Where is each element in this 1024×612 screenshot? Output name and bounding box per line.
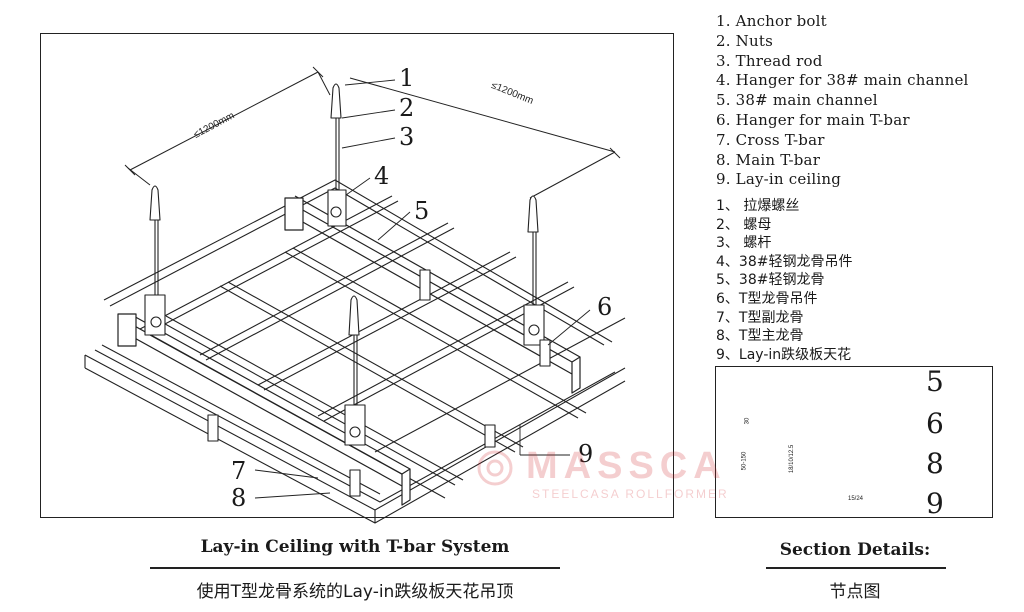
callout-5: 5 — [414, 197, 430, 225]
legend-cn-item-7: 7、T型副龙骨 — [716, 309, 804, 326]
hanger-rod-2 — [144, 185, 166, 336]
hanger-rod-4 — [344, 295, 366, 446]
section-caption-chinese: 节点图 — [829, 582, 881, 602]
section-callout-9: 9 — [926, 487, 944, 520]
callout-9: 9 — [578, 440, 594, 468]
tbar-hangers — [207, 269, 551, 497]
legend-item-6: 6. Hanger for main T-bar — [716, 110, 910, 129]
callout-2: 2 — [399, 94, 415, 122]
watermark-tagline: STEELCASA ROLLFORMER — [532, 487, 729, 501]
legend-cn-item-6: 6、T型龙骨吊件 — [716, 290, 818, 307]
section-dim-30: 30 — [744, 417, 751, 425]
main-caption-chinese: 使用T型龙骨系统的Lay-in跌级板天花吊顶 — [196, 582, 514, 602]
section-dim-15-24: 15/24 — [848, 496, 864, 502]
main-tbar-front — [84, 344, 626, 524]
callout-8: 8 — [231, 484, 247, 512]
section-callout-8: 8 — [926, 447, 944, 480]
legend-chinese: 1、 拉爆螺丝 2、 螺母 3、 螺杆 4、38#轻钢龙骨吊件 5、38#轻钢龙… — [716, 197, 852, 364]
main-tbars — [149, 247, 587, 499]
watermark-logo-mark — [477, 450, 513, 486]
callout-7: 7 — [231, 457, 247, 485]
legend-item-1: 1. Anchor bolt — [716, 12, 827, 30]
main-caption: Lay-in Ceiling with T-bar System — [200, 537, 510, 557]
legend-cn-item-1: 1、 拉爆螺丝 — [716, 198, 800, 214]
legend-cn-item-3: 3、 螺杆 — [716, 235, 772, 252]
callout-1: 1 — [399, 64, 415, 92]
dimension-line-right — [349, 77, 621, 199]
legend-cn-item-9: 9、Lay-in跌级板天花 — [716, 346, 852, 363]
section-caption: Section Details: — [779, 540, 931, 560]
hanger-rod-3 — [523, 195, 545, 346]
legend-cn-item-4: 4、38#轻钢龙骨吊件 — [716, 253, 853, 270]
legend-cn-item-8: 8、T型主龙骨 — [716, 328, 804, 345]
section-callout-6: 6 — [926, 407, 944, 440]
legend-item-3: 3. Thread rod — [716, 51, 823, 70]
hanger-rod-1 — [327, 83, 347, 227]
legend-cn-item-5: 5、38#轻钢龙骨 — [716, 272, 825, 289]
callout-6: 6 — [597, 293, 613, 321]
section-callout-5: 5 — [926, 365, 944, 398]
section-caption-rule — [766, 567, 946, 569]
callout-3: 3 — [399, 123, 415, 151]
legend-item-2: 2. Nuts — [716, 31, 773, 50]
callout-leaders — [254, 79, 591, 499]
watermark-brand: MASSCA — [526, 445, 727, 487]
legend-item-4: 4. Hanger for 38# main channel — [716, 71, 969, 90]
legend-english: 1. Anchor bolt 2. Nuts 3. Thread rod 4. … — [716, 12, 969, 190]
cross-tbars — [139, 195, 626, 453]
main-caption-rule — [150, 567, 560, 569]
legend-item-7: 7. Cross T-bar — [716, 130, 825, 149]
legend-cn-item-2: 2、 螺母 — [716, 216, 772, 233]
section-dim-18-10-12: 18/10/12.5 — [789, 444, 796, 474]
legend-item-9: 9. Lay-in ceiling — [716, 170, 842, 189]
watermark: MASSCA STEELCASA ROLLFORMER — [470, 443, 750, 503]
callout-4: 4 — [374, 162, 390, 190]
main-tbar-back — [103, 179, 613, 346]
section-detail-frame — [715, 366, 993, 518]
dimension-line-left — [124, 66, 331, 186]
legend-item-5: 5. 38# main channel — [716, 91, 878, 110]
legend-item-8: 8. Main T-bar — [716, 150, 821, 169]
